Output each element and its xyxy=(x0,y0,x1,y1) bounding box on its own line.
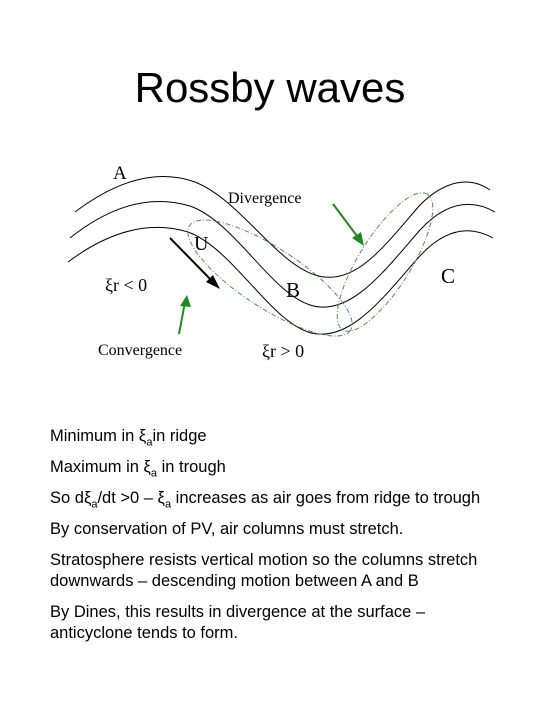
page-title: Rossby waves xyxy=(134,64,406,111)
flow-arrow-u-head xyxy=(206,275,220,289)
label-convergence: Convergence xyxy=(98,342,182,359)
label-divergence: Divergence xyxy=(228,190,301,207)
flow-arrow-u xyxy=(169,237,215,284)
streamline-middle xyxy=(69,200,496,308)
bullet-dines: By Dines, this results in divergence at … xyxy=(50,603,426,642)
label-u: U xyxy=(194,233,209,255)
bullet-increase: So dξa/dt >0 – ξa increases as air goes … xyxy=(50,489,481,511)
label-xi-positive: ξr > 0 xyxy=(262,341,304,361)
label-c: C xyxy=(441,264,455,288)
bullet-pv: By conservation of PV, air columns must … xyxy=(50,520,404,538)
label-a: A xyxy=(113,163,127,184)
ridge-ellipse xyxy=(336,192,434,332)
trough-ellipse xyxy=(187,219,353,337)
bullet-minimum: Minimum in ξain ridge xyxy=(50,427,207,449)
streamline-top xyxy=(74,176,491,278)
divergence-arrow-head xyxy=(352,232,364,246)
convergence-arrow xyxy=(178,301,186,335)
convergence-arrow-head xyxy=(180,295,191,307)
bullet-maximum: Maximum in ξa in trough xyxy=(50,458,226,480)
label-xi-negative: ξr < 0 xyxy=(105,275,147,295)
divergence-arrow xyxy=(332,203,361,241)
bullet-stratosphere: Stratosphere resists vertical motion so … xyxy=(50,551,478,590)
rossby-wave-diagram: A Divergence U ξr < 0 B C Convergence ξr… xyxy=(67,163,496,361)
streamline-bottom xyxy=(67,226,494,335)
bullet-list: Minimum in ξain ridge Maximum in ξa in t… xyxy=(50,426,490,654)
label-b: B xyxy=(286,278,300,302)
